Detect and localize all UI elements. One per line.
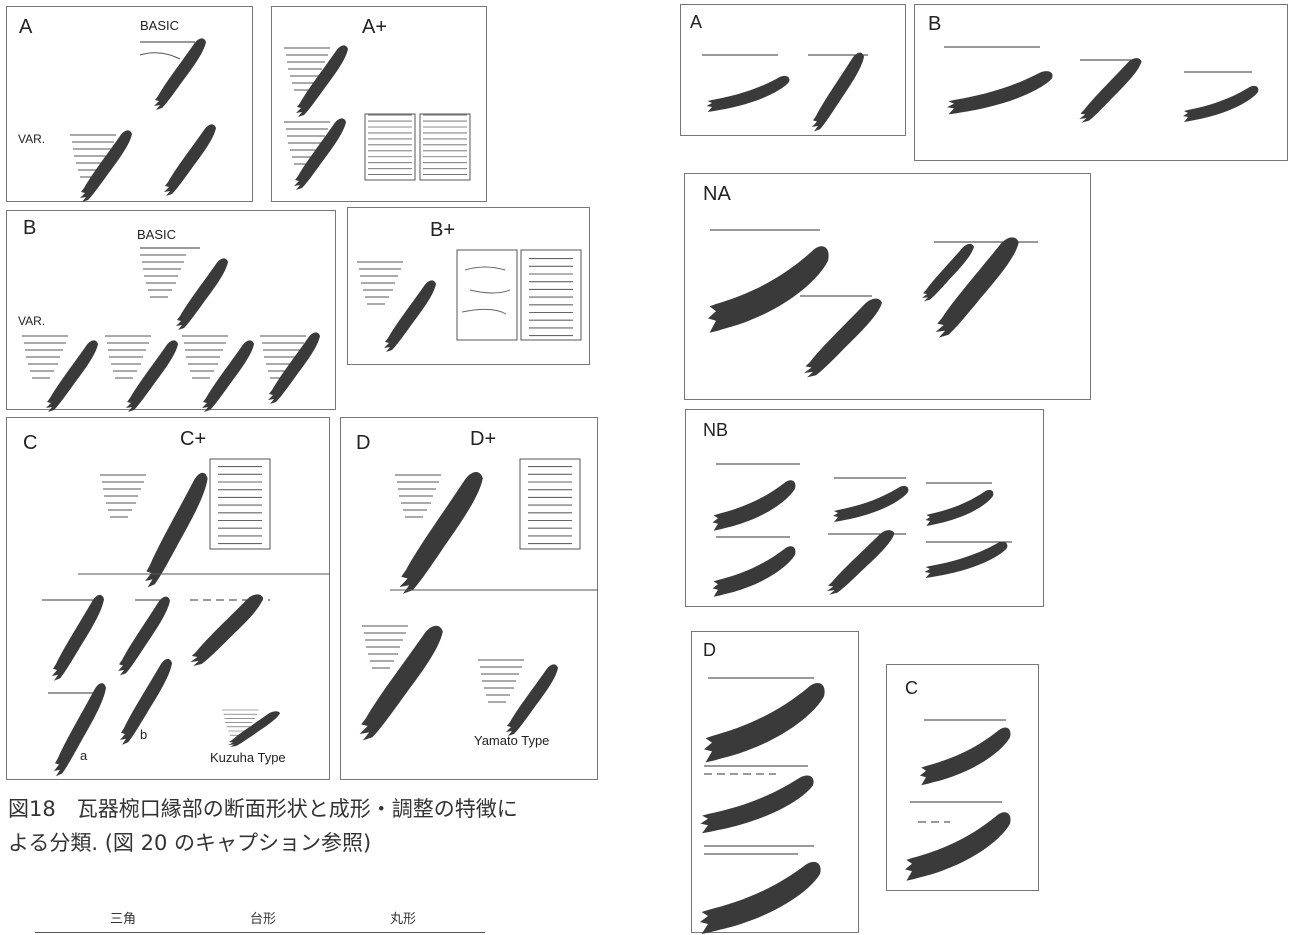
left-c-type-label: Kuzuha Type xyxy=(210,750,286,765)
right-na-label: NA xyxy=(703,183,731,205)
left-a-plus-label: A+ xyxy=(362,16,388,38)
panel-right-a xyxy=(680,4,906,136)
right-c-label: C xyxy=(905,678,918,698)
left-a-basic-label: BASIC xyxy=(140,18,180,33)
right-d-label: D xyxy=(703,640,716,660)
panel-right-na xyxy=(684,173,1091,400)
left-c-sub-b-label: b xyxy=(140,727,148,742)
left-b-var-label: VAR. xyxy=(18,314,46,328)
left-c-plus-label: C+ xyxy=(180,428,207,450)
table-header-col3: 丸形 xyxy=(390,912,417,927)
left-d-plus-label: D+ xyxy=(470,428,497,450)
left-d-label: D xyxy=(356,432,371,454)
right-b-label: B xyxy=(928,13,942,35)
table-header-col2: 台形 xyxy=(250,912,277,927)
figure-caption: 図18 瓦器椀口縁部の断面形状と成形・調整の特徴に よる分類. (図 20 のキ… xyxy=(8,797,518,855)
table-rule xyxy=(35,932,485,933)
left-b-plus-label: B+ xyxy=(430,219,456,241)
panel-right-b xyxy=(914,4,1288,161)
left-a-label: A xyxy=(19,16,33,38)
table-header-col1: 三角 xyxy=(110,912,137,927)
left-d-type-label: Yamato Type xyxy=(474,733,550,748)
left-b-label: B xyxy=(23,217,37,239)
panel-right-d xyxy=(691,631,859,933)
right-nb-label: NB xyxy=(703,420,729,440)
left-c-sub-a-label: a xyxy=(80,748,88,763)
panel-left-a xyxy=(6,6,253,202)
left-b-basic-label: BASIC xyxy=(137,227,177,242)
right-a-label: A xyxy=(690,12,703,32)
left-a-var-label: VAR. xyxy=(18,132,46,146)
panel-left-b-plus xyxy=(347,207,590,365)
left-c-label: C xyxy=(23,432,38,454)
